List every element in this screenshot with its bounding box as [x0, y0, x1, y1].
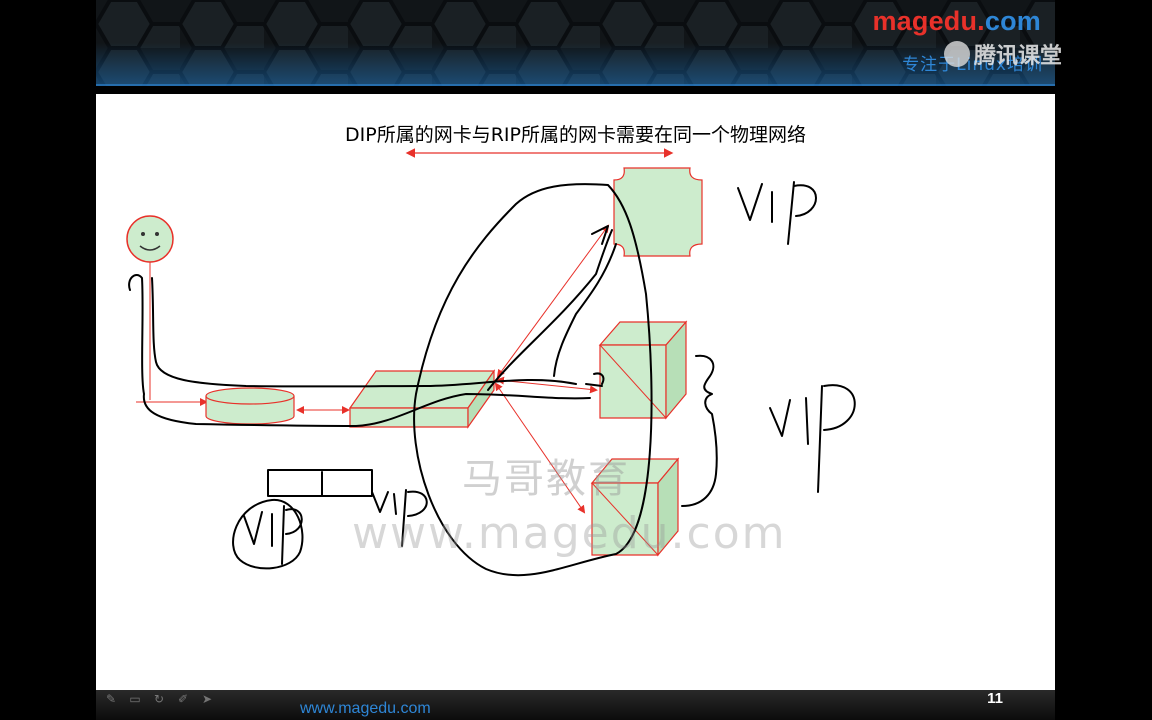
magedu-logo: magedu.com — [872, 6, 1041, 37]
director-box-icon — [348, 369, 496, 429]
director-bottom-arrow — [494, 382, 586, 514]
director-top-arrow — [496, 224, 610, 378]
left-letterbox — [0, 0, 96, 720]
watermark-url: www.magedu.com — [352, 508, 787, 559]
watermark-cn: 马哥教育 — [462, 456, 630, 502]
tencent-watermark-text: 腾讯课堂 — [974, 44, 1063, 69]
brand-dot: . — [977, 6, 985, 36]
real-server-middle-icon — [598, 320, 688, 420]
tencent-classroom-watermark: 腾讯课堂 — [944, 38, 1062, 70]
marker-icon[interactable]: ✐ — [177, 692, 189, 706]
brand-main: magedu — [872, 6, 978, 36]
router-icon — [205, 387, 295, 425]
slide-canvas: DIP所属的网卡与RIP所属的网卡需要在同一个物理网络 — [96, 94, 1055, 690]
real-server-bottom-icon — [590, 457, 680, 557]
real-server-top-icon — [613, 167, 703, 257]
hexagon-pattern — [96, 0, 1055, 86]
network-diagram — [126, 148, 856, 577]
handwritten-annotations — [128, 181, 856, 577]
slide-banner: magedu.com 专注于Linux培训 — [96, 0, 1055, 86]
right-letterbox — [1055, 0, 1152, 720]
bottom-bar: ✎ ▭ ↻ ✐ ➤ www.magedu.com 11 — [96, 690, 1055, 720]
screen-icon[interactable]: ▭ — [129, 692, 141, 706]
tencent-logo-icon — [944, 41, 970, 67]
brand-tld: com — [984, 6, 1041, 36]
pen-icon[interactable]: ✎ — [105, 692, 117, 706]
client-smiley-icon — [126, 215, 174, 263]
pointer-icon[interactable]: ➤ — [201, 692, 213, 706]
brand-tagline: 专注于Linux培训 — [902, 55, 1043, 75]
footer-url: www.magedu.com — [300, 700, 431, 717]
slide-title: DIP所属的网卡与RIP所属的网卡需要在同一个物理网络 — [345, 124, 806, 146]
page-number: 11 — [987, 690, 1003, 707]
refresh-icon[interactable]: ↻ — [153, 692, 165, 706]
presenter-toolbar: ✎ ▭ ↻ ✐ ➤ — [102, 692, 216, 706]
